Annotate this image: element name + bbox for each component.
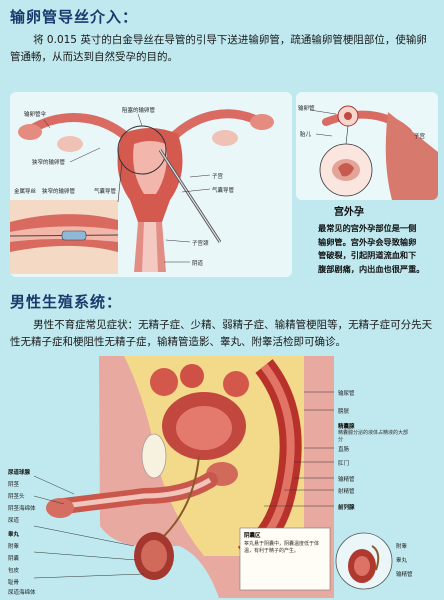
label-ureter: 输尿管 [338, 391, 355, 397]
male-illustration [33, 356, 393, 598]
male-diagram: 输尿管 膀胱 精囊腺 精囊腺分泌的液体占精液的大部分 直肠 肛门 输精管 射精管… [4, 356, 440, 598]
ectopic-description: 最常见的宫外孕部位是一侧 输卵管。宫外孕会导致输卵 管破裂，引起阴道流血和下 腹… [318, 222, 442, 276]
label-uterus: 子宫 [212, 174, 224, 180]
uterus-illustration [10, 109, 274, 274]
label-prostate: 前列腺 [338, 505, 355, 511]
label-glans: 阴茎头 [8, 494, 25, 500]
label-spongy: 尿道海绵体 [8, 590, 36, 596]
label-rectum: 直肠 [338, 447, 350, 453]
paragraph-male: 男性不育症常见症状：无精子症、少精、弱精子症、输精管梗阻等，无精子症可分先天性无… [10, 319, 433, 348]
note-seminal-vesicle: 精囊腺分泌的液体占精液的大部分 [338, 430, 409, 443]
ectopic-desc-line: 最常见的宫外孕部位是一侧 [318, 223, 417, 233]
label-blocked-tube: 阻塞的输卵管 [122, 108, 156, 114]
label-epididymis: 附睾 [8, 544, 20, 550]
label-bladder: 膀胱 [338, 409, 350, 415]
inset-label: 睾丸 [396, 558, 408, 564]
label-seminal-vesicle: 精囊腺 [338, 424, 355, 430]
label-narrow-tube-2: 狭窄的输卵管 [42, 189, 76, 195]
label-vas-deferens: 输精管 [338, 477, 355, 483]
ectopic-desc-line: 管破裂，引起阴道流血和下 [318, 250, 417, 260]
label-urethra: 尿道 [8, 518, 20, 524]
label-ectopic-embryo: 胎儿 [300, 132, 312, 138]
label-scrotum: 阴囊 [8, 556, 20, 562]
uterus-diagram: 输卵管伞 阻塞的输卵管 狭窄的输卵管 金属导丝 狭窄的输卵管 气囊导管 子宫 气… [10, 92, 292, 277]
label-foreskin: 包皮 [8, 568, 20, 574]
ectopic-diagram: 输卵管 胎儿 子宫 [296, 92, 438, 200]
label-cervix: 子宫颈 [192, 241, 209, 247]
label-pubis: 耻骨 [8, 580, 20, 586]
label-guidewire: 金属导丝 [14, 189, 37, 195]
label-corpus: 阴茎海绵体 [8, 506, 36, 512]
ectopic-illustration [296, 92, 438, 200]
inset-label: 输精管 [396, 572, 413, 578]
inset-label: 附睾 [396, 544, 408, 550]
section-title-male: 男性生殖系统： [10, 293, 123, 311]
label-penis: 阴茎 [8, 482, 20, 488]
label-ectopic-uterus: 子宫 [414, 134, 426, 140]
section-title-fallopian: 输卵管导丝介入： [10, 8, 139, 26]
label-ectopic-tube: 输卵管 [298, 106, 315, 112]
label-urethral-gland: 尿道球腺 [8, 470, 31, 476]
label-uterine-horn: 输卵管伞 [24, 112, 47, 118]
ectopic-desc-line: 输卵管。宫外孕会导致输卵 [318, 236, 417, 247]
label-catheter: 气囊导管 [212, 188, 235, 194]
detail-note: 睾丸悬于阴囊中，阴囊温度低于体温，有利于精子的产生。 [244, 541, 320, 554]
label-vagina: 阴道 [192, 261, 204, 267]
label-anus: 肛门 [338, 461, 350, 467]
label-ejaculatory-duct: 射精管 [338, 489, 355, 495]
ectopic-desc-line: 腹部剧痛，内出血也很严重。 [318, 263, 425, 274]
ectopic-title: 宫外孕 [334, 207, 364, 218]
paragraph-fallopian: 将 0.015 英寸的白金导丝在导管的引导下送进输卵管，疏通输卵管梗阻部位，使输… [10, 34, 427, 63]
label-balloon: 气囊导管 [94, 189, 117, 195]
label-narrow-tube: 狭窄的输卵管 [32, 160, 66, 166]
label-testis: 睾丸 [8, 532, 20, 538]
detail-title: 阴囊区 [244, 533, 261, 539]
